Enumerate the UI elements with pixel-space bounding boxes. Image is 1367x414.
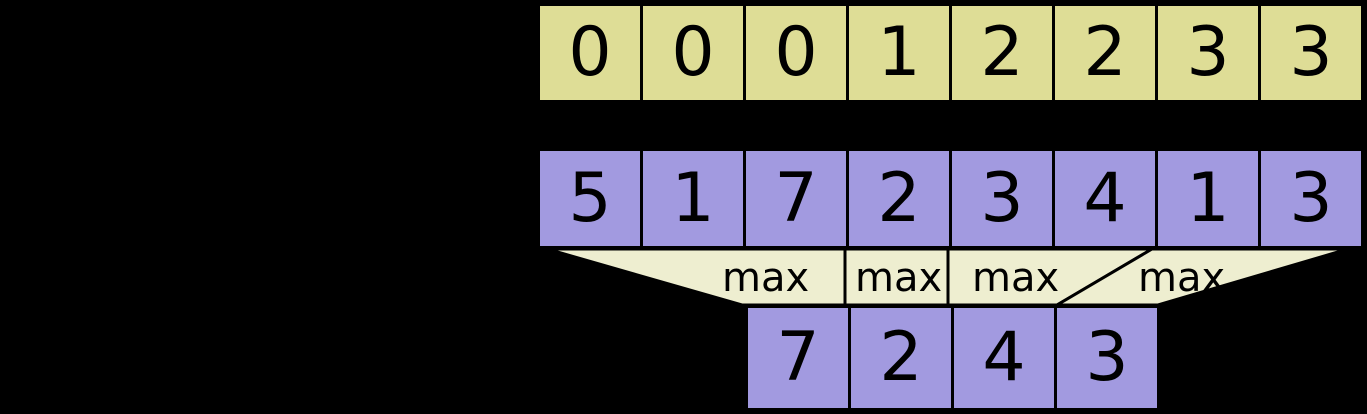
output-cell-2: 4: [951, 305, 1057, 411]
index-cell-4: 2: [949, 3, 1055, 103]
input-cell-5: 4: [1052, 148, 1158, 249]
max-label-1: max: [722, 255, 810, 301]
index-cell-0: 0: [537, 3, 643, 103]
input-cell-7: 3: [1258, 148, 1364, 249]
index-cell-7: 3: [1258, 3, 1364, 103]
input-cell-0: 5: [537, 148, 643, 249]
input-cell-1: 1: [640, 148, 746, 249]
index-cell-6: 3: [1155, 3, 1261, 103]
max-label-3: max: [972, 255, 1060, 301]
input-cell-3: 2: [846, 148, 952, 249]
input-cell-4: 3: [949, 148, 1055, 249]
output-cell-0: 7: [745, 305, 851, 411]
output-cell-1: 2: [848, 305, 954, 411]
max-label-4: max: [1138, 255, 1226, 301]
max-label-2: max: [855, 255, 943, 301]
index-cell-5: 2: [1052, 3, 1158, 103]
output-cell-3: 3: [1054, 305, 1160, 411]
index-cell-3: 1: [846, 3, 952, 103]
input-cell-2: 7: [743, 148, 849, 249]
index-cell-1: 0: [640, 3, 746, 103]
input-cell-6: 1: [1155, 148, 1261, 249]
index-cell-2: 0: [743, 3, 849, 103]
